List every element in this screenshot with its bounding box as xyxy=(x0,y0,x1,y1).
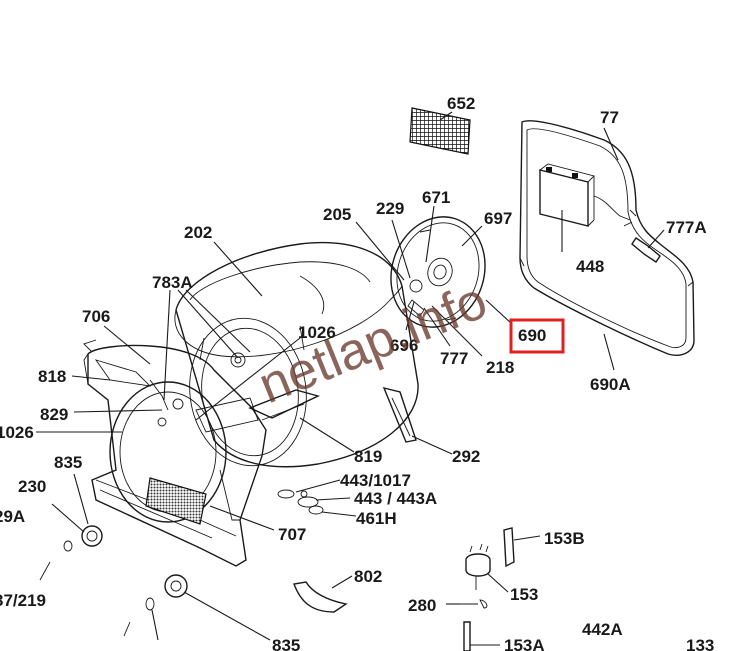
part-292-support xyxy=(382,386,417,443)
part-202-drum xyxy=(174,241,419,468)
label-29a: 29A xyxy=(0,507,25,526)
label-696: 696 xyxy=(390,336,418,355)
label-690: 690 xyxy=(518,326,546,345)
label-697: 697 xyxy=(484,209,512,228)
label-229: 229 xyxy=(376,199,404,218)
label-829: 829 xyxy=(40,405,68,424)
label-280: 280 xyxy=(408,596,436,615)
label-153a: 153A xyxy=(504,636,545,651)
label-37-219: 37/219 xyxy=(0,591,46,610)
label-802: 802 xyxy=(354,567,382,586)
part-448-module xyxy=(538,163,637,227)
label-202: 202 xyxy=(184,223,212,242)
part-652-filter-grille xyxy=(409,107,471,155)
part-697-bearing-plate xyxy=(390,216,486,328)
part-153-switch-group xyxy=(460,527,515,651)
leader-lines xyxy=(36,111,665,646)
label-77: 77 xyxy=(600,108,619,127)
part-819-baffle xyxy=(248,389,320,421)
label-230: 230 xyxy=(18,477,46,496)
label-292: 292 xyxy=(452,447,480,466)
label-707: 707 xyxy=(278,525,306,544)
part-777a-bracket xyxy=(631,237,661,263)
label-818: 818 xyxy=(38,367,66,386)
label-133: 133 xyxy=(686,636,714,651)
label-442a: 442A xyxy=(582,620,623,639)
label-443-443a: 443 / 443A xyxy=(354,489,437,508)
label-835-bottom: 835 xyxy=(272,636,300,651)
part-707-lint-filter xyxy=(145,477,207,525)
watermark: netlap.info xyxy=(251,271,495,415)
label-1026-drum: 1026 xyxy=(298,323,336,342)
part-802-clip xyxy=(293,581,348,613)
part-835-230-knobs xyxy=(39,525,188,637)
label-205: 205 xyxy=(323,205,351,224)
label-777: 777 xyxy=(440,349,468,368)
label-706: 706 xyxy=(82,307,110,326)
label-1026-front: 1026 xyxy=(0,423,34,442)
highlight-box-690 xyxy=(509,318,565,354)
label-783a: 783A xyxy=(152,273,193,292)
part-690a-rear-panel xyxy=(519,120,695,356)
label-443-1017: 443/1017 xyxy=(340,471,411,490)
part-labels: 652 77 671 229 205 697 777A 202 448 783A… xyxy=(0,94,714,651)
label-448: 448 xyxy=(576,257,604,276)
label-671: 671 xyxy=(422,188,450,207)
label-777a: 777A xyxy=(666,218,707,237)
label-652: 652 xyxy=(447,94,475,113)
label-819: 819 xyxy=(354,447,382,466)
label-153b: 153B xyxy=(544,529,585,548)
label-461h: 461H xyxy=(356,509,397,528)
label-218: 218 xyxy=(486,358,514,377)
label-153: 153 xyxy=(510,585,538,604)
part-443-461h-sensors xyxy=(277,489,324,515)
label-690a: 690A xyxy=(590,375,631,394)
label-835-top: 835 xyxy=(54,453,82,472)
